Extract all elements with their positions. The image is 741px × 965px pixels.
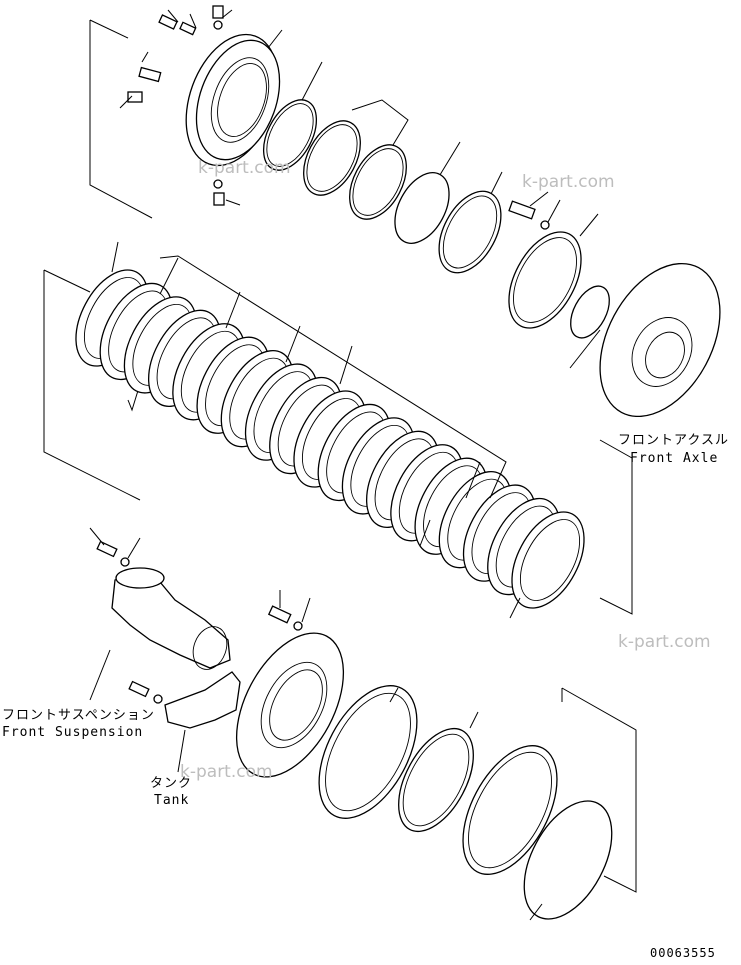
- tank-label-en: Tank: [154, 793, 190, 808]
- front-suspension-label-en: Front Suspension: [2, 725, 144, 740]
- front-axle-label-jp: フロントアクスル: [618, 433, 729, 448]
- leader-line: [419, 519, 431, 547]
- leader-line: [285, 325, 301, 363]
- front-axle-group: [508, 191, 721, 480]
- lower-housing-group: [235, 590, 637, 921]
- leader-line: [339, 345, 353, 385]
- leader-line: [509, 597, 521, 619]
- watermark: k-part.com: [618, 632, 711, 652]
- watermark: k-part.com: [180, 762, 273, 782]
- drawing-number: 00063555: [650, 946, 716, 960]
- leader-line: [225, 291, 241, 329]
- top-housing-group: [89, 5, 283, 219]
- leader-line: [465, 461, 481, 499]
- tank-group: [128, 671, 241, 773]
- top-seals-group: [262, 61, 503, 274]
- brake-disc-stack: [43, 241, 633, 619]
- watermark: k-part.com: [522, 172, 615, 192]
- tank-label-jp: タンク: [150, 776, 193, 791]
- front-suspension-group: [89, 527, 231, 701]
- group-bracket: [159, 255, 507, 499]
- leader-line: [159, 257, 179, 295]
- brake-disc-inner: [519, 519, 581, 601]
- front-axle-label-en: Front Axle: [630, 451, 719, 466]
- brake-disc: [511, 511, 585, 609]
- front-suspension-label-jp: フロントサスペンション: [2, 708, 155, 723]
- watermark: k-part.com: [198, 158, 291, 178]
